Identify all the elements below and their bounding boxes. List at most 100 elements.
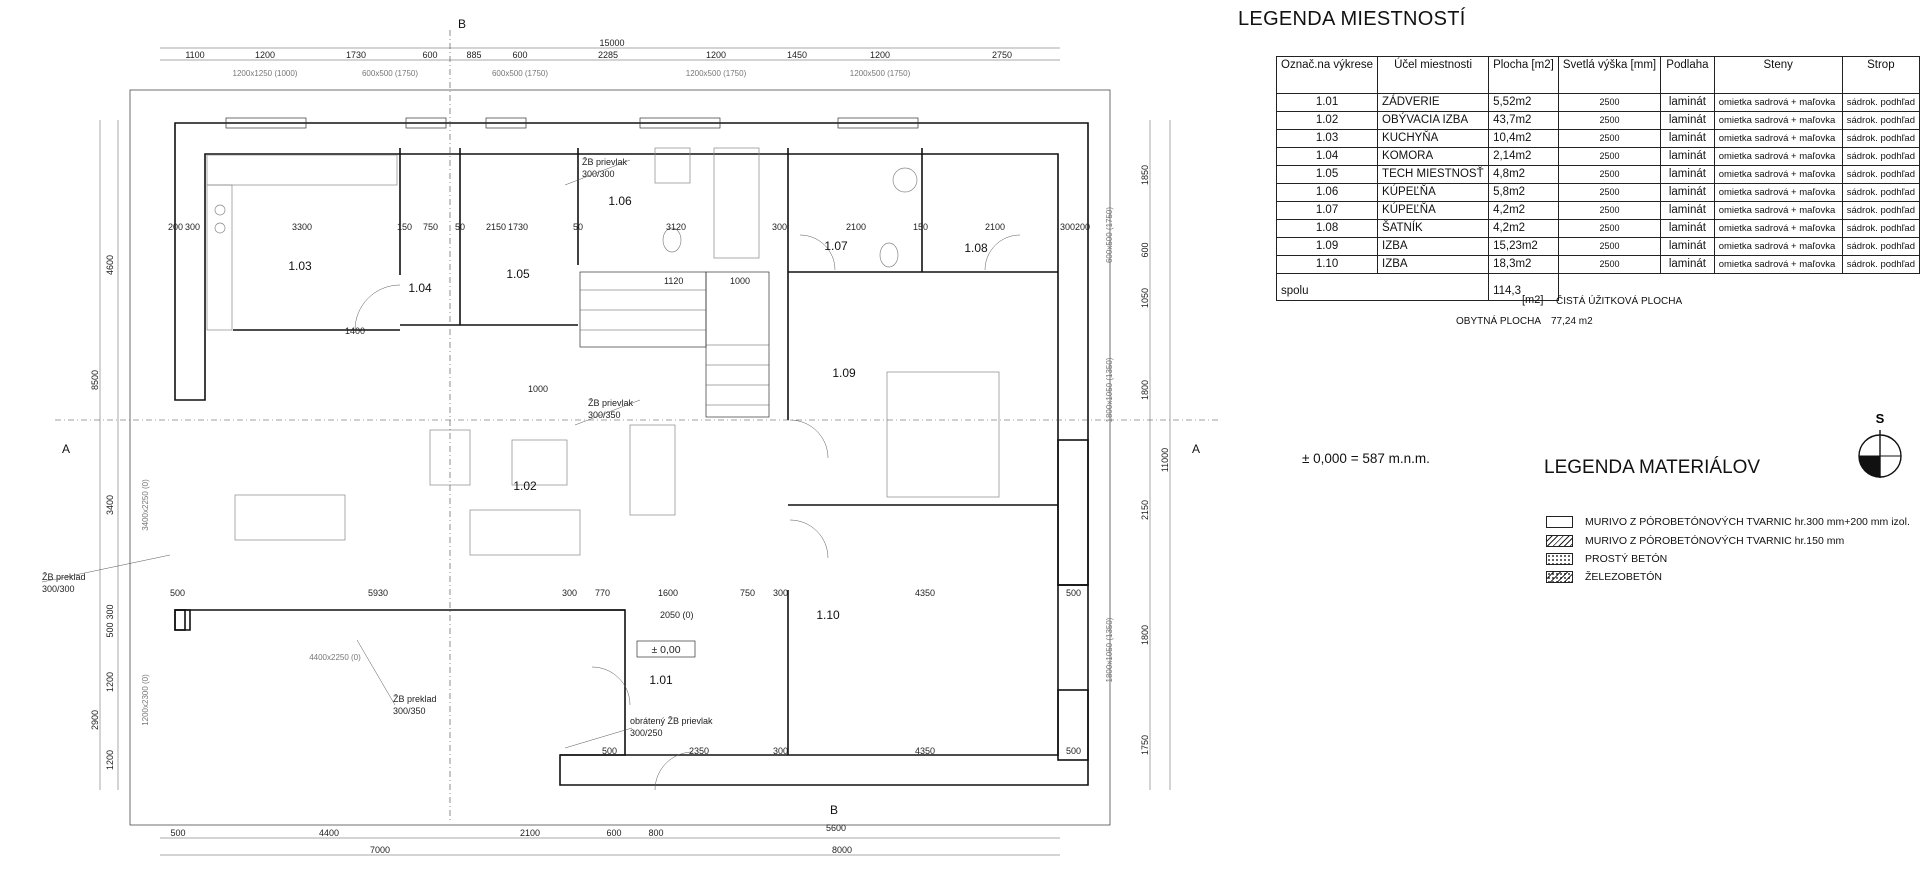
north-arrow-icon: S: [1858, 412, 1902, 478]
dim-label: 1200: [105, 672, 115, 692]
top-dimension-chain: 15000 1100 1200 1730 600 885 600 2285 12…: [160, 38, 1060, 78]
lintel-value: 300/350: [393, 706, 426, 716]
dim-label: 2350: [689, 746, 709, 756]
dim-label: 2900: [90, 710, 100, 730]
dim-label: 1200: [255, 50, 275, 60]
lintel-label: ŽB preklad: [393, 694, 437, 704]
dim-label: 4600: [105, 255, 115, 275]
dim-label: 2750: [992, 50, 1012, 60]
total-value: 114,3: [1488, 273, 1559, 301]
cell-walls: omietka sadrová + maľovka: [1713, 165, 1843, 184]
dim-label: 2150: [486, 222, 506, 232]
lintel-label: ŽB preklad: [42, 572, 86, 582]
cell-area: 5,8m2: [1488, 183, 1559, 202]
window-label: 1200x500 (1750): [850, 69, 911, 78]
room-label: 1.09: [832, 366, 856, 380]
cell-id: 1.04: [1275, 147, 1379, 166]
dim-label: 300: [772, 222, 787, 232]
window-label: 600x500 (1750): [1105, 207, 1114, 263]
dim-label: 300: [185, 222, 200, 232]
dim-label: 500: [170, 828, 185, 838]
window-label: 1800x1050 (1350): [1105, 617, 1114, 682]
cell-floor: laminát: [1660, 219, 1715, 238]
cell-walls: omietka sadrová + maľovka: [1713, 93, 1843, 112]
dim-label: 750: [740, 588, 755, 598]
cell-floor: laminát: [1660, 165, 1715, 184]
dim-label: 4350: [915, 588, 935, 598]
internal-walls: [175, 148, 1089, 761]
living-area-value: 77,24 m2: [1551, 316, 1593, 327]
dim-label: 800: [648, 828, 663, 838]
cell-height: 2500: [1557, 201, 1662, 220]
entrance-level: ± 0,00: [651, 644, 680, 656]
cell-name: KUCHYŇA: [1377, 129, 1490, 148]
window-label: 4400x2250 (0): [309, 653, 361, 662]
cell-ceiling: sádrok. podhľad: [1841, 219, 1920, 238]
cell-area: 18,3m2: [1488, 255, 1559, 274]
cell-ceiling: sádrok. podhľad: [1841, 165, 1920, 184]
dim-label: 500: [1066, 746, 1081, 756]
lintel-value: 300/300: [582, 169, 615, 179]
material-item: MURIVO Z PÓROBETÓNOVÝCH TVARNIC hr.300 m…: [1546, 515, 1910, 529]
dim-label: 1000: [730, 276, 750, 286]
room-labels: 1.03 1.04 1.05 1.06 1.07 1.08 1.02 1.09 …: [288, 194, 988, 687]
cell-ceiling: sádrok. podhľad: [1841, 183, 1920, 202]
material-item: ŽELEZOBETÓN: [1546, 570, 1662, 584]
column-header: Označ.na výkrese: [1275, 56, 1379, 94]
dim-label: 2150: [1140, 500, 1150, 520]
furniture: [206, 147, 1000, 556]
cell-ceiling: sádrok. podhľad: [1841, 111, 1920, 130]
cell-name: IZBA: [1377, 237, 1490, 256]
section-mark-a-right: A: [1192, 442, 1200, 456]
cell-height: 2500: [1557, 183, 1662, 202]
dim-label: 3400: [105, 495, 115, 515]
windows-top: [225, 117, 919, 129]
dim-label: 8000: [832, 845, 852, 855]
room-label: 1.06: [608, 194, 632, 208]
material-label: ŽELEZOBETÓN: [1585, 571, 1663, 583]
material-item: PROSTÝ BETÓN: [1546, 552, 1667, 566]
cell-name: IZBA: [1377, 255, 1490, 274]
dim-total-width: 15000: [599, 38, 624, 48]
cell-area: 15,23m2: [1488, 237, 1559, 256]
cell-name: TECH MIESTNOSŤ: [1377, 165, 1490, 184]
dim-label: 500: [602, 746, 617, 756]
cell-height: 2500: [1557, 237, 1662, 256]
lintel-value: 300/250: [630, 728, 663, 738]
dim-label: 600: [1140, 242, 1150, 257]
dim-label: 1800: [1140, 380, 1150, 400]
table-total-row: spolu 114,3: [1275, 273, 1920, 301]
cell-walls: omietka sadrová + maľovka: [1713, 237, 1843, 256]
cell-floor: laminát: [1660, 147, 1715, 166]
cell-id: 1.07: [1275, 201, 1379, 220]
room-label: 1.03: [288, 259, 312, 273]
dim-label: 300: [1060, 222, 1075, 232]
dim-label: 3300: [292, 222, 312, 232]
material-swatch-hatch: [1546, 535, 1573, 547]
room-label: 1.02: [513, 479, 537, 493]
cell-area: 2,14m2: [1488, 147, 1559, 166]
material-item: MURIVO Z PÓROBETÓNOVÝCH TVARNIC hr.150 m…: [1546, 534, 1844, 548]
dim-label: 600: [512, 50, 527, 60]
dim-label: 600: [422, 50, 437, 60]
cell-height: 2500: [1557, 93, 1662, 112]
column-header: Podlaha: [1660, 56, 1715, 94]
north-arrow-letter: S: [1876, 412, 1885, 426]
dim-label: 300: [562, 588, 577, 598]
net-area-unit: [m2]: [1522, 294, 1544, 306]
lintel-label: obrátený ŽB prievlak: [630, 716, 713, 726]
room-label: 1.05: [506, 267, 530, 281]
material-swatch-blank: [1546, 516, 1573, 528]
material-swatch-hatch-dots: [1546, 571, 1573, 583]
cell-floor: laminát: [1660, 93, 1715, 112]
cell-floor: laminát: [1660, 111, 1715, 130]
floor-plan-drawing: 15000 1100 1200 1730 600 885 600 2285 12…: [41, 17, 1220, 856]
dim-label: 1730: [346, 50, 366, 60]
dim-label: 1000: [528, 384, 548, 394]
cell-walls: omietka sadrová + maľovka: [1713, 147, 1843, 166]
